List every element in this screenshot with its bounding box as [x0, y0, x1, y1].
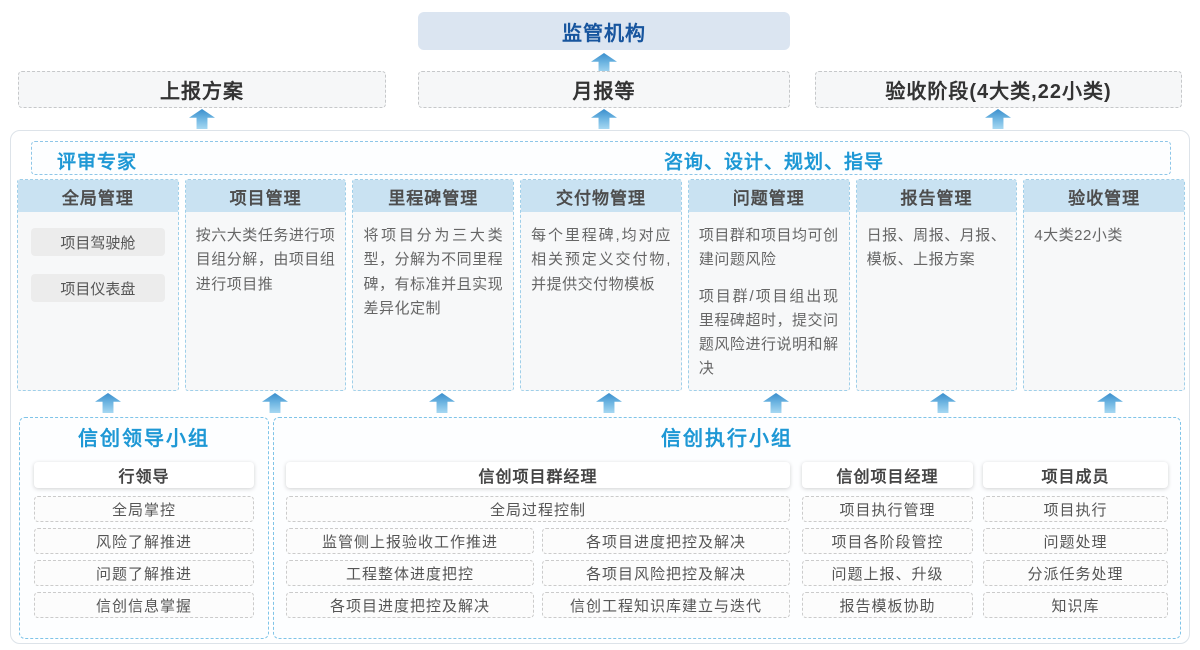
- column-paragraph: 项目群和项目均可创建问题风险: [698, 227, 839, 269]
- management-column: 项目管理 按六大类任务进行项目组分解，由项目组进行项目推: [184, 179, 347, 391]
- duty-pill: 知识库: [983, 592, 1168, 618]
- column-paragraph: 将项目分为三大类型，分解为不同里程碑，有标准并且实现差异化定制: [363, 227, 504, 317]
- duty-pill: 工程整体进度把控: [286, 560, 534, 586]
- regulator-box: 监管机构: [418, 12, 790, 50]
- column-pills: 项目驾驶舱项目仪表盘: [28, 228, 168, 302]
- management-columns: 全局管理 项目驾驶舱项目仪表盘 项目管理: [17, 179, 1186, 391]
- column-body: 按六大类任务进行项目组分解，由项目组进行项目推: [186, 212, 346, 390]
- program-manager-column: 信创项目群经理 全局过程控制 监管侧上报验收工作推进各项目进度把控及解决工程整体…: [286, 462, 790, 618]
- duty-pill: 信创工程知识库建立与迭代: [542, 592, 790, 618]
- up-arrow-icon: [262, 393, 288, 413]
- leadership-duty-list: 全局掌控风险了解推进问题了解推进信创信息掌握: [34, 496, 254, 618]
- duty-pill: 风险了解推进: [34, 528, 254, 554]
- management-column: 交付物管理 每个里程碑,均对应相关预定义交付物,并提供交付物模板: [520, 179, 682, 391]
- column-paragraph: 日报、周报、月报、模板、上报方案: [866, 227, 1007, 269]
- column-body: 日报、周报、月报、模板、上报方案: [857, 212, 1017, 390]
- column-body: 项目群和项目均可创建问题风险项目群/项目组出现里程碑超时，提交问题风险进行说明和…: [689, 212, 849, 390]
- management-column: 验收管理 4大类22小类: [1023, 179, 1186, 391]
- flow-box-report-plan: 上报方案: [18, 71, 386, 108]
- duty-pill: 各项目进度把控及解决: [286, 592, 534, 618]
- column-body: 项目驾驶舱项目仪表盘: [18, 212, 178, 390]
- advisor-header-box: 评审专家 咨询、设计、规划、指导: [31, 141, 1171, 175]
- flow-box-monthly: 月报等: [418, 71, 790, 108]
- feature-pill: 项目驾驶舱: [30, 228, 165, 256]
- column-title: 项目管理: [185, 180, 346, 212]
- execution-group-title: 信创执行小组: [661, 428, 793, 450]
- management-column: 报告管理 日报、周报、月报、模板、上报方案: [855, 179, 1018, 391]
- column-paragraph: 项目群/项目组出现里程碑超时，提交问题风险进行说明和解决: [698, 287, 839, 378]
- duty-pill: 项目各阶段管控: [802, 528, 974, 554]
- duty-pill: 问题上报、升级: [802, 560, 974, 586]
- management-column: 问题管理 项目群和项目均可创建问题风险项目群/项目组出现里程碑超时，提交问题风险…: [687, 179, 850, 391]
- duty-pill: 项目执行管理: [802, 496, 974, 522]
- role-pill-program-manager: 信创项目群经理: [286, 462, 790, 488]
- column-body: 将项目分为三大类型，分解为不同里程碑，有标准并且实现差异化定制: [353, 212, 513, 390]
- column-body: 每个里程碑,均对应相关预定义交付物,并提供交付物模板: [521, 212, 681, 390]
- feature-pill: 项目仪表盘: [30, 274, 165, 302]
- project-member-duty-list: 项目执行问题处理分派任务处理知识库: [983, 496, 1168, 618]
- program-manager-duty-grid: 监管侧上报验收工作推进各项目进度把控及解决工程整体进度把控各项目风险把控及解决各…: [286, 528, 790, 618]
- column-paragraph: 按六大类任务进行项目组分解，由项目组进行项目推: [195, 227, 336, 293]
- column-paragraphs: 按六大类任务进行项目组分解，由项目组进行项目推: [196, 224, 336, 297]
- column-paragraphs: 项目群和项目均可创建问题风险项目群/项目组出现里程碑超时，提交问题风险进行说明和…: [699, 224, 839, 382]
- duty-pill-wide: 全局过程控制: [286, 496, 790, 522]
- column-body: 4大类22小类: [1024, 212, 1184, 390]
- up-arrow-icon: [985, 109, 1011, 129]
- role-pill-project-manager: 信创项目经理: [802, 462, 974, 488]
- column-title: 交付物管理: [521, 180, 681, 212]
- duty-pill: 信创信息掌握: [34, 592, 254, 618]
- duty-pill: 全局掌控: [34, 496, 254, 522]
- role-pill-bank-leader: 行领导: [34, 462, 254, 488]
- column-paragraph: 4大类22小类: [1034, 227, 1123, 244]
- up-arrow-icon: [596, 393, 622, 413]
- duty-pill: 问题了解推进: [34, 560, 254, 586]
- management-column: 里程碑管理 将项目分为三大类型，分解为不同里程碑，有标准并且实现差异化定制: [352, 179, 515, 391]
- consult-label: 咨询、设计、规划、指导: [664, 152, 885, 173]
- up-arrow-icon: [95, 393, 121, 413]
- column-paragraph: 每个里程碑,均对应相关预定义交付物,并提供交付物模板: [531, 227, 671, 293]
- column-title: 全局管理: [18, 180, 178, 212]
- duty-pill: 项目执行: [983, 496, 1168, 522]
- column-title: 报告管理: [856, 180, 1017, 212]
- up-arrow-icon: [189, 109, 215, 129]
- column-paragraphs: 将项目分为三大类型，分解为不同里程碑，有标准并且实现差异化定制: [363, 224, 503, 321]
- execution-columns: 信创项目群经理 全局过程控制 监管侧上报验收工作推进各项目进度把控及解决工程整体…: [286, 462, 1168, 618]
- duty-pill: 分派任务处理: [983, 560, 1168, 586]
- column-title: 问题管理: [688, 180, 849, 212]
- leadership-group-box: 信创领导小组 行领导 全局掌控风险了解推进问题了解推进信创信息掌握: [19, 417, 269, 639]
- project-manager-duty-list: 项目执行管理项目各阶段管控问题上报、升级报告模板协助: [802, 496, 974, 618]
- column-paragraphs: 日报、周报、月报、模板、上报方案: [867, 224, 1007, 273]
- platform-container: 评审专家 咨询、设计、规划、指导 全局管理 项目驾驶舱项目仪表盘 项目管理: [10, 130, 1190, 644]
- flow-box-acceptance: 验收阶段(4大类,22小类): [815, 71, 1182, 108]
- up-arrow-icon: [1097, 393, 1123, 413]
- duty-pill: 各项目进度把控及解决: [542, 528, 790, 554]
- execution-group-box: 信创执行小组 信创项目群经理 全局过程控制 监管侧上报验收工作推进各项目进度把控…: [273, 417, 1181, 639]
- up-arrow-icon: [591, 109, 617, 129]
- column-title: 里程碑管理: [353, 180, 514, 212]
- duty-pill: 各项目风险把控及解决: [542, 560, 790, 586]
- column-paragraphs: 4大类22小类: [1034, 224, 1174, 248]
- duty-pill: 监管侧上报验收工作推进: [286, 528, 534, 554]
- leadership-group-title: 信创领导小组: [78, 428, 210, 450]
- column-paragraphs: 每个里程碑,均对应相关预定义交付物,并提供交付物模板: [531, 224, 671, 297]
- expert-label: 评审专家: [57, 152, 138, 173]
- project-member-column: 项目成员 项目执行问题处理分派任务处理知识库: [983, 462, 1168, 618]
- duty-pill: 报告模板协助: [802, 592, 974, 618]
- role-pill-project-member: 项目成员: [983, 462, 1168, 488]
- up-arrow-icon: [763, 393, 789, 413]
- duty-pill: 问题处理: [983, 528, 1168, 554]
- up-arrow-icon: [429, 393, 455, 413]
- up-arrow-icon: [591, 53, 617, 73]
- project-manager-column: 信创项目经理 项目执行管理项目各阶段管控问题上报、升级报告模板协助: [802, 462, 974, 618]
- up-arrow-icon: [930, 393, 956, 413]
- management-column: 全局管理 项目驾驶舱项目仪表盘: [17, 179, 179, 391]
- column-title: 验收管理: [1024, 180, 1185, 212]
